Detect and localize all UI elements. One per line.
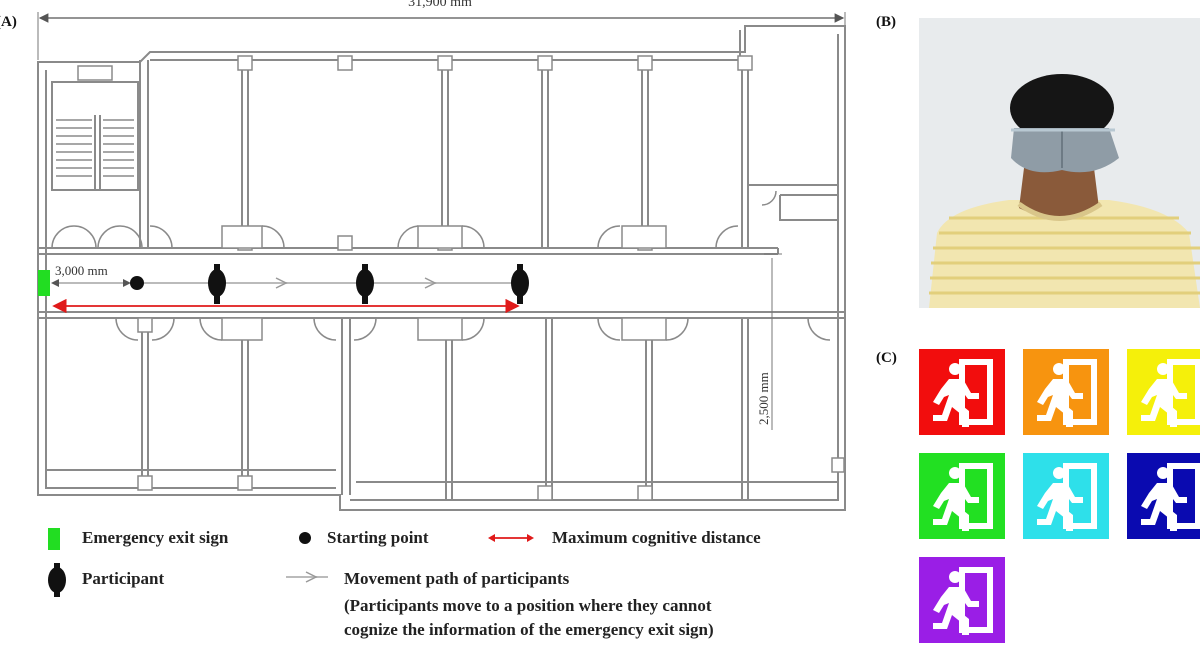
exit-sign-cyan: [1023, 453, 1109, 539]
participant-photo: [919, 18, 1200, 308]
exit-sign-marker: [38, 270, 50, 296]
floor-plan: 31,900 mm: [37, 0, 846, 511]
legend-starting-point-label: Starting point: [327, 528, 429, 547]
legend-starting-point-icon: [299, 532, 311, 544]
legend-exit-sign-swatch: [48, 528, 60, 550]
exit-sign-purple: [919, 557, 1005, 643]
legend-max-distance-icon: [488, 534, 534, 542]
legend-participant-label: Participant: [82, 569, 165, 588]
panel-label-a: (A): [0, 14, 17, 30]
total-length-label: 31,900 mm: [408, 0, 472, 10]
participant-marker: [208, 264, 226, 304]
participant-marker: [356, 264, 374, 304]
legend-movement-note-line-1: (Participants move to a position where t…: [344, 596, 712, 615]
movement-path-arrow: [275, 277, 288, 289]
exit-sign-yellow: [1127, 349, 1200, 435]
exit-sign-green: [919, 453, 1005, 539]
legend-movement-note-line-2: cognize the information of the emergency…: [344, 620, 714, 639]
participant-marker: [511, 264, 529, 304]
exit-sign-orange: [1023, 349, 1109, 435]
movement-path-arrow: [424, 277, 437, 289]
legend-participant-icon: [48, 563, 66, 597]
panel-label-c: (C): [876, 350, 897, 366]
legend-movement-path-icon: [286, 571, 328, 583]
starting-point-marker: [130, 276, 144, 290]
exit-sign-blue: [1127, 453, 1200, 539]
legend-exit-sign-label: Emergency exit sign: [82, 528, 229, 547]
exit-sign-red: [919, 349, 1005, 435]
legend-movement-path-label: Movement path of participants: [344, 569, 570, 588]
corridor-width-label: 2,500 mm: [756, 372, 771, 425]
legend-max-distance-label: Maximum cognitive distance: [552, 528, 761, 547]
panel-label-b: (B): [876, 14, 896, 30]
start-distance-label: 3,000 mm: [55, 263, 108, 278]
